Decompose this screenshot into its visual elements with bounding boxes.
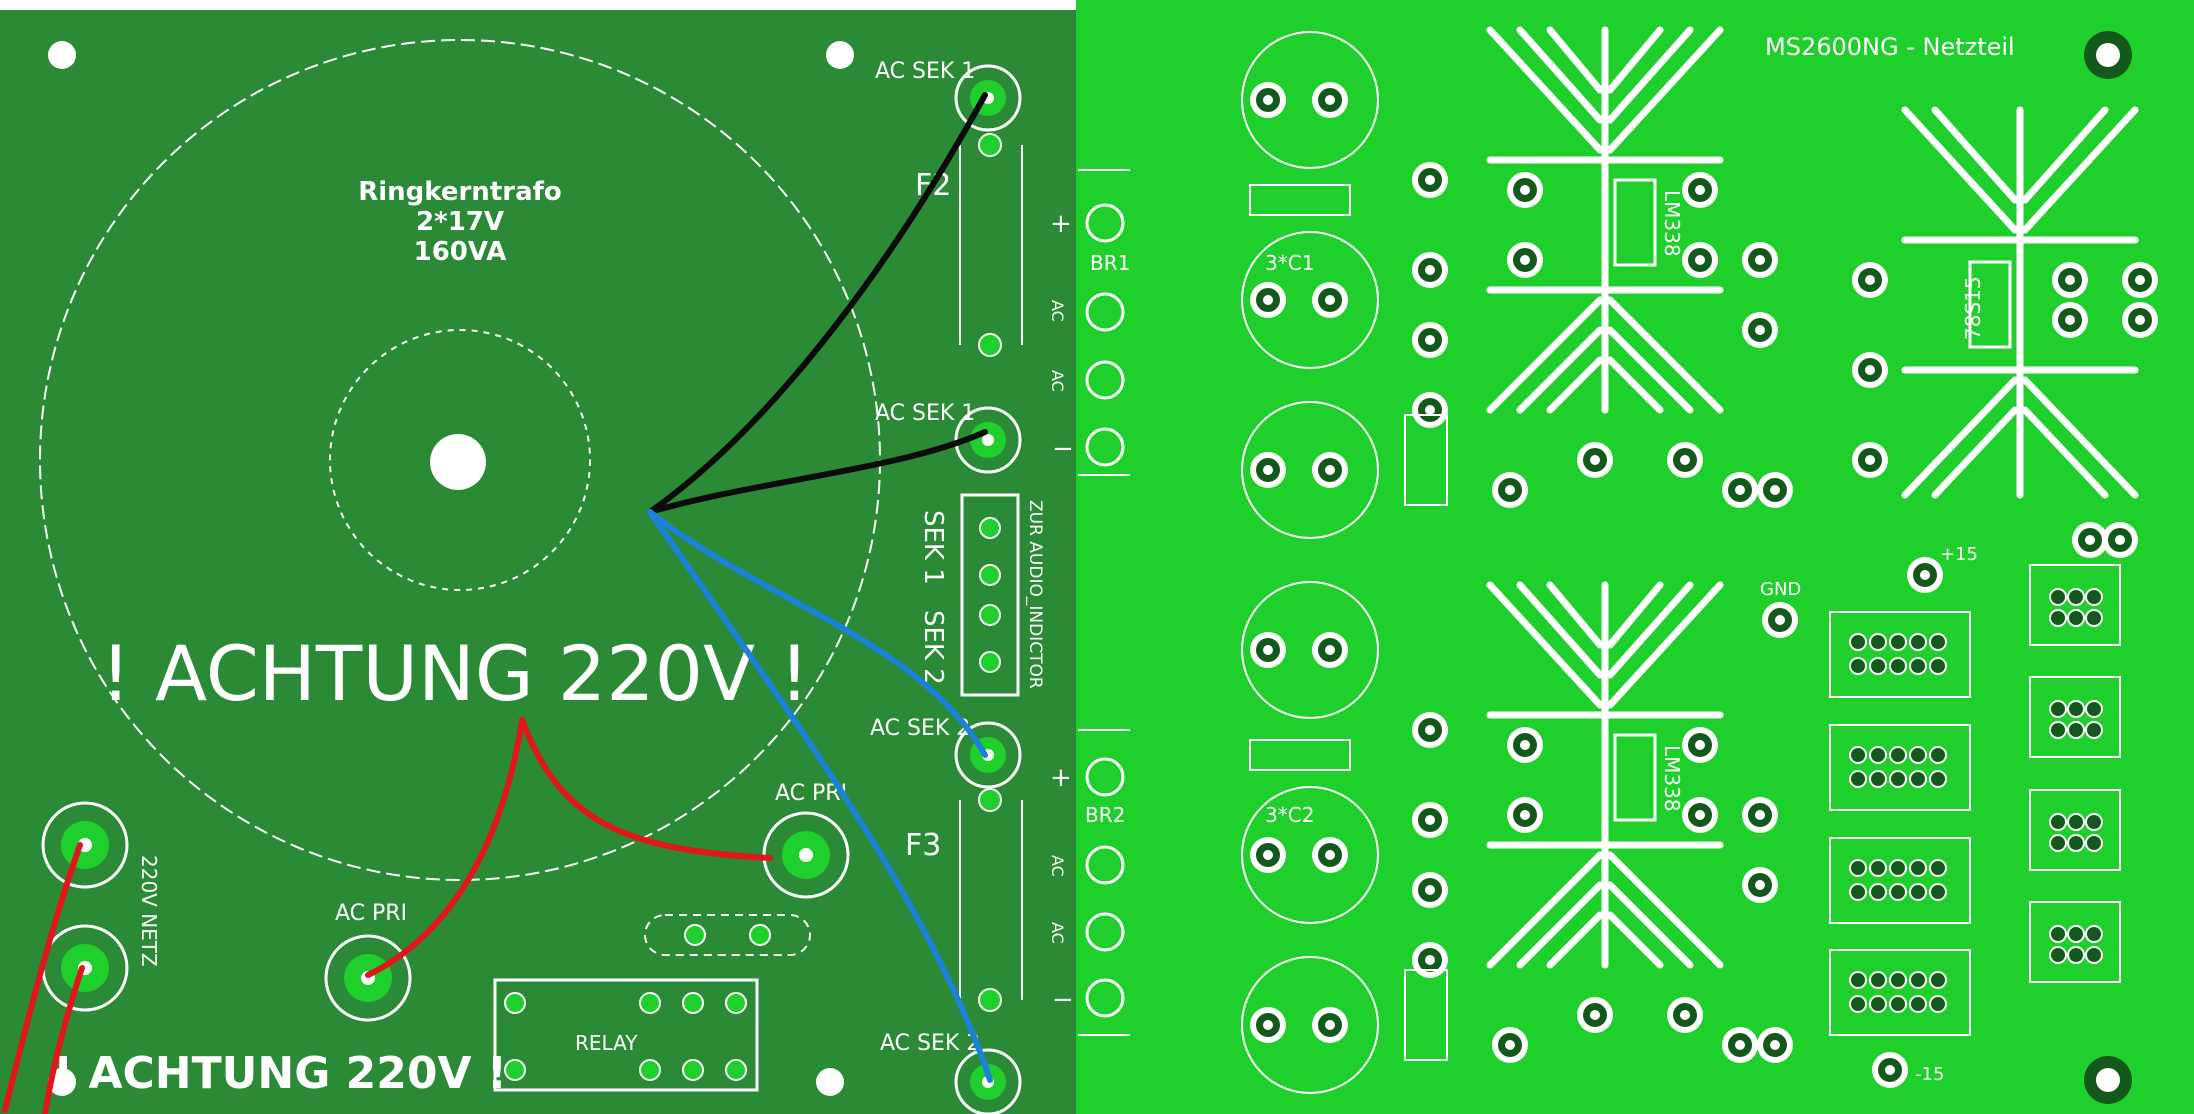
regulator-bottom — [1613, 733, 1657, 822]
label-ac-sek1-top: AC SEK 1 — [875, 59, 975, 84]
bridge-ac-2b: AC — [1048, 922, 1067, 944]
mounting-hole — [826, 41, 854, 69]
label-br2: BR2 — [1085, 803, 1125, 827]
transformer-core-outline — [329, 329, 591, 591]
label-f3: F3 — [905, 828, 941, 863]
bridge-ac-1b: AC — [1048, 370, 1067, 392]
wire-black-1 — [647, 92, 988, 515]
label-ac-pri-bottom: AC PRI — [335, 901, 407, 926]
power-supply-board — [1076, 0, 2194, 1114]
terminal-ac-sek1-mid — [954, 406, 1022, 474]
terminal-ac-pri-bottom — [324, 934, 412, 1022]
label-cap-c1: 3*C1 — [1265, 251, 1314, 275]
wire-red-3 — [2, 842, 83, 1113]
label-reg-right: 78S15 — [1961, 276, 1985, 340]
bridge-rectifier-2 — [1078, 729, 1130, 1036]
output-connectors-large — [1829, 611, 1971, 1036]
mounting-hole — [2096, 1068, 2120, 1092]
capacitor-bank-top — [1241, 31, 1379, 539]
bridge-minus-1: − — [1052, 434, 1074, 464]
transformer-spec-power: 160VA — [414, 237, 507, 267]
output-connectors-small — [2029, 564, 2121, 983]
output-connector-pins-small — [2049, 588, 2103, 964]
label-gnd: GND — [1760, 579, 1801, 600]
label-reg-bottom: LM338 — [1660, 745, 1684, 812]
label-minus15: -15 — [1915, 1064, 1944, 1085]
relay — [493, 978, 759, 1092]
small-parts — [1404, 162, 2158, 1088]
bridge-plus-2: + — [1050, 763, 1072, 793]
board-title: MS2600NG - Netzteil — [1765, 33, 2015, 61]
warning-main: ! ACHTUNG 220V ! — [100, 629, 809, 718]
mounting-hole — [816, 1068, 844, 1096]
bridge-plus-1: + — [1050, 209, 1072, 239]
label-ac-sek1-mid: AC SEK 1 — [875, 401, 975, 426]
wire-blue-2 — [647, 509, 993, 1083]
transformer-board — [0, 10, 1076, 1114]
transformer-spec-voltage: 2*17V — [416, 207, 504, 237]
warning-small: ! ACHTUNG 220V ! — [53, 1048, 507, 1099]
mounting-hole — [2096, 43, 2120, 67]
label-ac-sek2-mid: AC SEK 2 — [870, 716, 970, 741]
regulator-right — [1968, 260, 2012, 349]
label-audio-connector: ZUR AUDIO_INDICTOR — [1025, 500, 1045, 689]
fuse-f2 — [959, 133, 1023, 357]
heatsink-top — [1486, 26, 1724, 414]
wire-black-2 — [647, 429, 988, 515]
terminal-ac-pri-right — [762, 811, 850, 899]
wire-red-1 — [519, 717, 773, 861]
transformer-center-hole — [430, 434, 486, 490]
bridge-ac-1a: AC — [1048, 300, 1067, 322]
bridge-minus-2: − — [1052, 985, 1074, 1015]
bridge-ac-2a: AC — [1048, 855, 1067, 877]
mounting-hole — [48, 41, 76, 69]
label-relay: RELAY — [575, 1031, 638, 1055]
connector-audio — [960, 493, 1020, 697]
label-reg-top: LM338 — [1660, 190, 1684, 257]
bridge-rectifier-1 — [1078, 169, 1130, 476]
regulator-top — [1613, 178, 1657, 267]
label-mains: 220V NETZ — [137, 855, 161, 967]
label-plus15: +15 — [1940, 544, 1978, 565]
small-component — [644, 914, 811, 956]
label-sek1: SEK 1 — [918, 510, 948, 585]
output-connector-pins-large — [1849, 633, 1947, 1013]
wire-blue-1 — [647, 509, 988, 758]
label-sek2: SEK 2 — [918, 610, 948, 685]
wire-red-2 — [365, 717, 525, 978]
transformer-outline — [39, 39, 881, 881]
capacitor-bank-bottom — [1241, 581, 1379, 1094]
heatsink-right — [1901, 106, 2139, 499]
terminal-mains-1 — [41, 801, 129, 889]
wire-red-4 — [42, 965, 85, 1114]
label-br1: BR1 — [1090, 251, 1130, 275]
transformer-title: Ringkerntrafo — [358, 177, 562, 207]
label-ac-sek2-bottom: AC SEK 2 — [880, 1031, 980, 1056]
heatsink-bottom — [1486, 581, 1724, 969]
label-cap-c2: 3*C2 — [1265, 803, 1314, 827]
fuse-f3 — [959, 788, 1023, 1012]
